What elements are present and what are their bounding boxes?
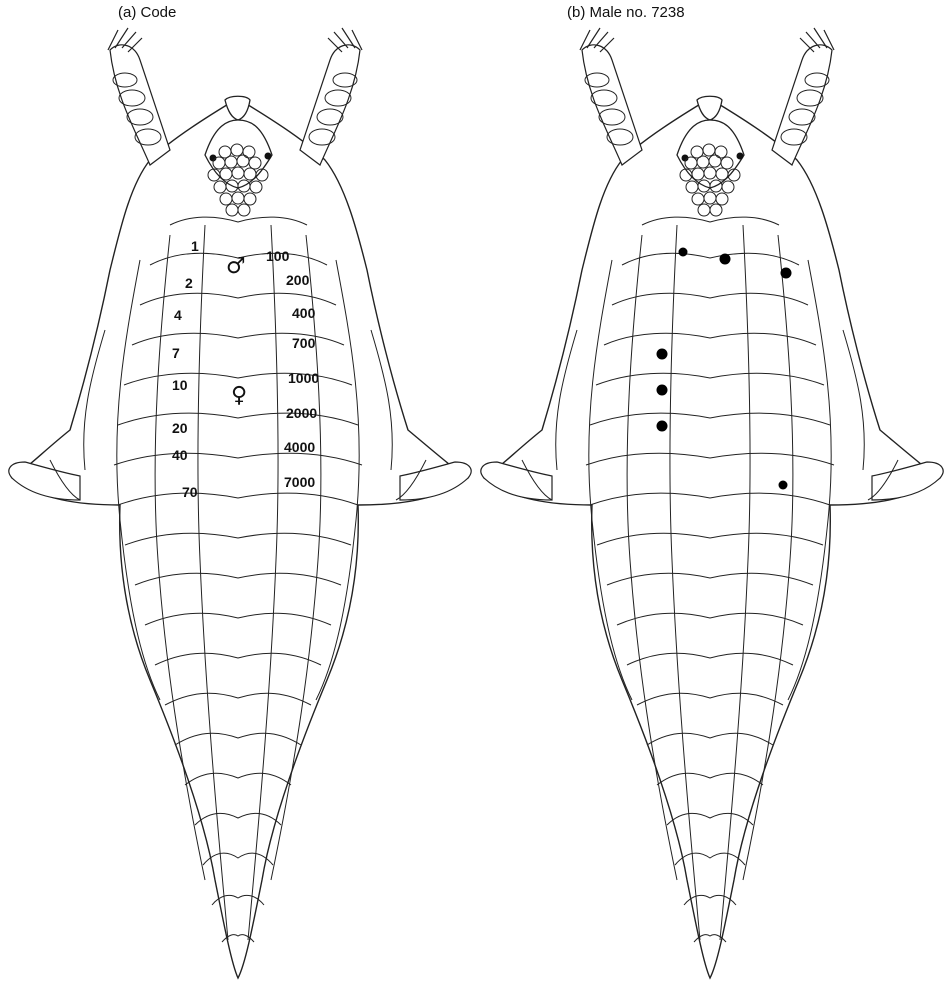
code-label-40: 40 <box>172 447 188 463</box>
code-label-4000: 4000 <box>284 439 315 455</box>
code-label-20: 20 <box>172 420 188 436</box>
male-symbol: ♂ <box>226 254 246 279</box>
mark-dot <box>720 254 731 265</box>
mark-dot <box>781 268 792 279</box>
code-label-1000: 1000 <box>288 370 319 386</box>
female-symbol: ♀ <box>231 383 247 408</box>
code-label-7: 7 <box>172 345 180 361</box>
code-label-70: 70 <box>182 484 198 500</box>
code-label-10: 10 <box>172 377 188 393</box>
code-label-400: 400 <box>292 305 316 321</box>
code-label-7000: 7000 <box>284 474 315 490</box>
mark-dot <box>679 248 688 257</box>
code-label-4: 4 <box>174 307 182 323</box>
code-label-100: 100 <box>266 248 290 264</box>
mark-dot <box>657 421 668 432</box>
mark-dot <box>657 385 668 396</box>
pangolin-outline-male <box>481 28 943 978</box>
code-label-1: 1 <box>191 238 199 254</box>
code-label-200: 200 <box>286 272 310 288</box>
mark-dot <box>779 481 788 490</box>
code-label-2: 2 <box>185 275 193 291</box>
pangolin-outline-code <box>9 28 471 978</box>
code-label-2000: 2000 <box>286 405 317 421</box>
code-label-700: 700 <box>292 335 316 351</box>
mark-dot <box>657 349 668 360</box>
